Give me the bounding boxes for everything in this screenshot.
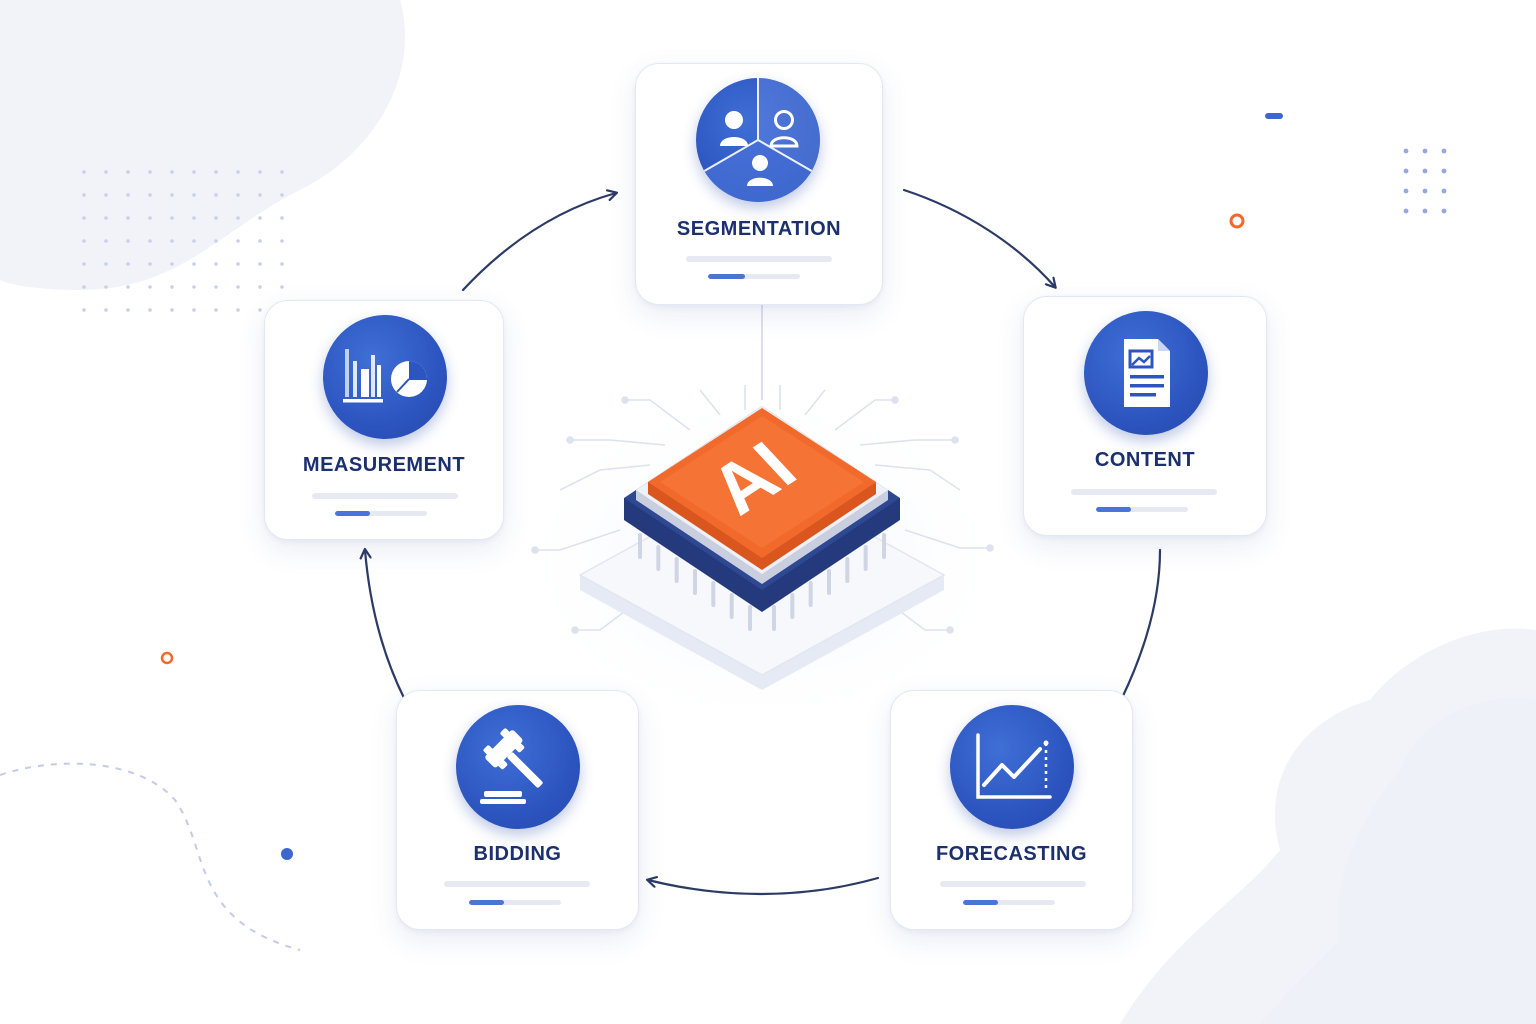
progress-fill [335, 511, 370, 516]
content-badge [1084, 311, 1208, 435]
progress-fill [708, 274, 745, 279]
segmentation-badge [696, 78, 820, 202]
arrow-bidding-to-measurement [365, 550, 407, 702]
step-card-measurement[interactable]: MEASUREMENT [264, 300, 504, 540]
measurement-badge [323, 315, 447, 439]
step-card-segmentation[interactable]: SEGMENTATION [635, 63, 883, 305]
accent-ring-left [160, 651, 174, 665]
dot-grid-right [1403, 148, 1447, 214]
progress-bar [469, 900, 561, 905]
progress-bar [1096, 507, 1188, 512]
document-image-icon [1124, 339, 1170, 407]
step-label: SEGMENTATION [676, 218, 842, 240]
bidding-badge [456, 705, 580, 829]
step-label: MEASUREMENT [302, 454, 466, 476]
trend-line-chart-icon [976, 733, 1052, 799]
users-segments-icon [703, 78, 820, 202]
arrow-segmentation-to-content [902, 188, 1055, 287]
step-label: BIDDING [473, 843, 562, 865]
placeholder-line [444, 881, 590, 887]
step-card-content[interactable]: CONTENT [1023, 296, 1267, 536]
accent-dash [1265, 113, 1283, 119]
arrow-measurement-to-segmentation [461, 193, 616, 292]
arrow-content-to-forecasting [1120, 548, 1162, 700]
step-label: FORECASTING [935, 843, 1088, 865]
placeholder-line [940, 881, 1086, 887]
chip-pins [638, 533, 886, 631]
circuit-traces [531, 305, 994, 634]
progress-fill [963, 900, 998, 905]
ai-chip: AI [578, 406, 946, 690]
step-card-bidding[interactable]: BIDDING [396, 690, 639, 930]
arrow-forecasting-to-bidding [648, 878, 880, 896]
accent-dot-blue [281, 848, 293, 860]
bar-pie-chart-icon [343, 349, 427, 403]
forecasting-badge [950, 705, 1074, 829]
progress-bar [708, 274, 800, 279]
progress-bar [963, 900, 1055, 905]
placeholder-line [1071, 489, 1217, 495]
progress-fill [469, 900, 504, 905]
dashed-curve [0, 762, 301, 951]
placeholder-line [312, 493, 458, 499]
step-card-forecasting[interactable]: FORECASTING [890, 690, 1133, 930]
gavel-icon [480, 728, 543, 804]
cycle-arrows [365, 188, 1162, 896]
accent-ring-right [1229, 213, 1245, 229]
progress-fill [1096, 507, 1131, 512]
step-label: CONTENT [1094, 449, 1196, 471]
blob-bottom-right-inner [1260, 698, 1536, 1024]
progress-bar [335, 511, 427, 516]
placeholder-line [686, 256, 832, 262]
blob-top-left [0, 0, 406, 290]
